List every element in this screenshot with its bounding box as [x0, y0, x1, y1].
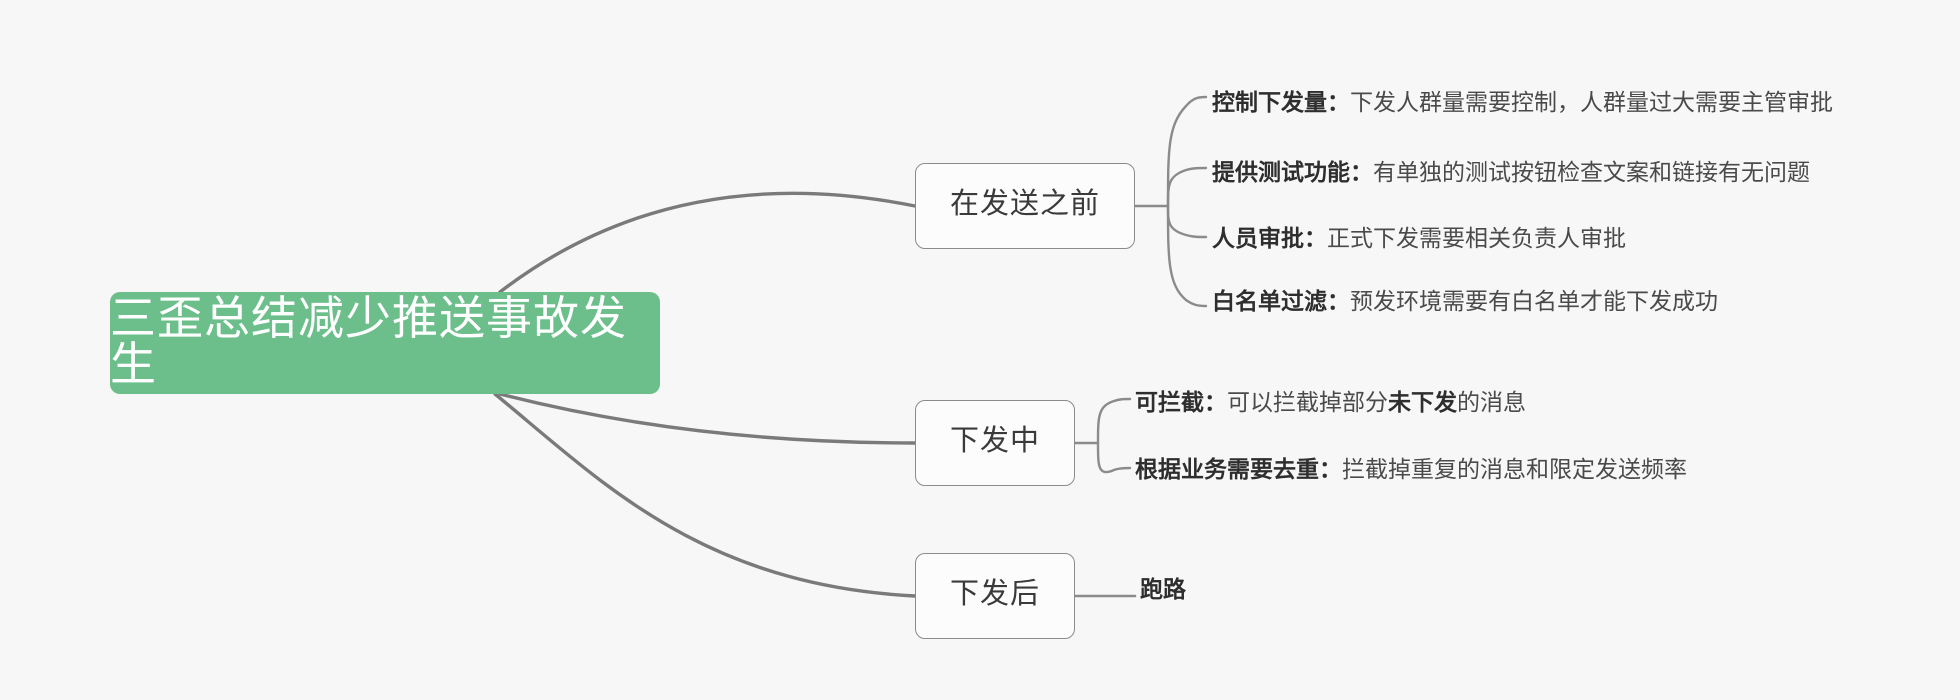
- leaf-lead: 提供测试功能：: [1212, 159, 1373, 185]
- leaf-body-pre: 可以拦截掉部分: [1227, 389, 1388, 415]
- leaf-body-emphasis: 未下发: [1388, 389, 1457, 415]
- leaf-item[interactable]: 根据业务需要去重：拦截掉重复的消息和限定发送频率: [1135, 458, 1687, 481]
- leaf-item[interactable]: 提供测试功能：有单独的测试按钮检查文案和链接有无问题: [1212, 161, 1810, 184]
- leaf-lead: 可拦截：: [1135, 389, 1227, 415]
- leaf-lead: 控制下发量：: [1212, 89, 1350, 115]
- branch-node-label: 下发后: [949, 578, 1040, 610]
- leaf-item[interactable]: 跑路: [1140, 578, 1186, 601]
- leaf-item[interactable]: 白名单过滤：预发环境需要有白名单才能下发成功: [1212, 290, 1718, 313]
- leaf-body: 下发人群量需要控制，人群量过大需要主管审批: [1350, 89, 1833, 115]
- connector-branch-0-child-2: [1166, 204, 1208, 239]
- leaf-body: 有单独的测试按钮检查文案和链接有无问题: [1373, 159, 1810, 185]
- connector-branch-0-child-3: [1166, 204, 1208, 308]
- connector-branch-0-child-0: [1166, 95, 1208, 208]
- branch-node-label: 下发中: [949, 425, 1040, 457]
- branch-node-during-send[interactable]: 下发中: [915, 400, 1075, 486]
- leaf-lead: 跑路: [1140, 576, 1186, 602]
- branch-node-before-send[interactable]: 在发送之前: [915, 163, 1135, 249]
- connector-root-to-branch-1: [498, 392, 917, 445]
- leaf-body-post: 的消息: [1457, 389, 1526, 415]
- branch-node-label: 在发送之前: [949, 188, 1100, 220]
- leaf-body: 预发环境需要有白名单才能下发成功: [1350, 288, 1718, 314]
- leaf-lead: 根据业务需要去重：: [1135, 456, 1342, 482]
- connector-branch-0-child-1: [1166, 166, 1208, 208]
- branch-node-after-send[interactable]: 下发后: [915, 553, 1075, 639]
- root-node-label: 三歪总结减少推送事故发生: [110, 292, 627, 390]
- leaf-body: 可以拦截掉部分未下发的消息: [1227, 391, 1526, 414]
- leaf-item[interactable]: 可拦截：可以拦截掉部分未下发的消息: [1135, 391, 1526, 414]
- leaf-body: 正式下发需要相关负责人审批: [1327, 225, 1626, 251]
- leaf-lead: 人员审批：: [1212, 225, 1327, 251]
- connector-branch-1-child-0: [1096, 397, 1132, 445]
- connector-branch-1-child-1: [1096, 441, 1132, 474]
- connector-root-to-branch-0: [498, 191, 917, 294]
- leaf-body: 拦截掉重复的消息和限定发送频率: [1342, 456, 1687, 482]
- leaf-item[interactable]: 控制下发量：下发人群量需要控制，人群量过大需要主管审批: [1212, 91, 1833, 114]
- connector-root-to-branch-2: [493, 392, 917, 598]
- leaf-lead: 白名单过滤：: [1212, 288, 1350, 314]
- root-node[interactable]: 三歪总结减少推送事故发生: [110, 292, 660, 394]
- leaf-item[interactable]: 人员审批：正式下发需要相关负责人审批: [1212, 227, 1626, 250]
